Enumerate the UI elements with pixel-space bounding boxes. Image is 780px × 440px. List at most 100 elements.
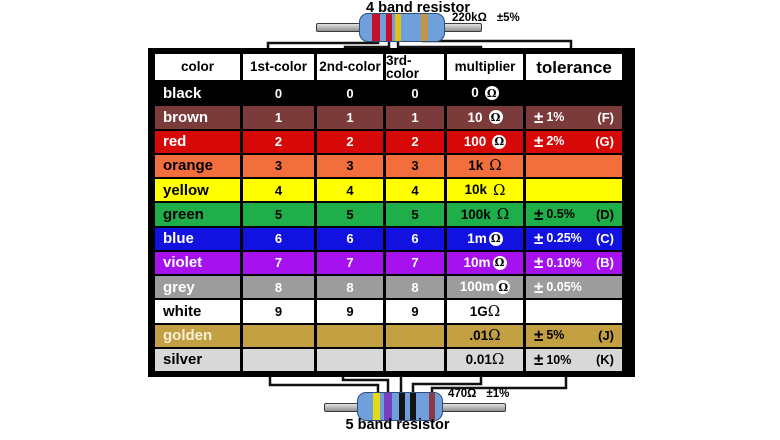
tolerance-letter-code: (G) <box>595 134 614 150</box>
digit-cell: 5 <box>317 203 383 226</box>
ohm-symbol: Ω <box>489 156 502 175</box>
header-multiplier: multiplier <box>447 54 523 80</box>
tolerance-letter-code: (J) <box>598 328 614 344</box>
multiplier-value: 100 <box>463 133 487 149</box>
tolerance-cell: ±5%(J) <box>526 324 622 347</box>
color-name-cell: grey <box>155 276 240 299</box>
tolerance-value: ±0.10% <box>534 253 582 273</box>
color-name-cell: orange <box>155 154 240 177</box>
tolerance-value: ±0.5% <box>534 204 575 224</box>
ohm-symbol: Ω <box>484 86 499 101</box>
four-band-resistor-title: 4 band resistor <box>366 0 470 16</box>
tolerance-cell <box>526 154 622 177</box>
ohm-symbol: Ω <box>496 280 511 295</box>
header-3rd-color: 3rd-color <box>386 54 444 80</box>
multiplier-value: 10m <box>463 255 491 271</box>
tolerance-value: ±2% <box>534 132 565 152</box>
multiplier-value: .01 <box>469 327 489 343</box>
violet-band <box>384 393 392 420</box>
color-name-cell: black <box>155 82 240 105</box>
digit-cell: 9 <box>317 300 383 323</box>
digit-cell: 6 <box>317 227 383 250</box>
yellow-band <box>395 14 401 41</box>
multiplier-value: 1k <box>468 158 484 174</box>
digit-cell: 2 <box>386 130 444 153</box>
digit-cell: 1 <box>386 106 444 129</box>
tolerance-cell <box>526 179 622 202</box>
multiplier-cell: 100k Ω <box>447 203 523 226</box>
digit-cell: 4 <box>317 179 383 202</box>
tolerance-cell: ±0.05% <box>526 276 622 299</box>
color-code-table: color 1st-color 2nd-color 3rd-color mult… <box>148 48 635 377</box>
color-name-cell: golden <box>155 324 240 347</box>
digit-cell <box>243 324 314 347</box>
gold-band <box>421 14 428 41</box>
digit-cell: 1 <box>317 106 383 129</box>
tolerance-value: ±0.05% <box>534 277 582 297</box>
black-band <box>410 393 416 420</box>
multiplier-value: 10k <box>464 182 488 198</box>
four-band-resistor <box>359 13 445 42</box>
tolerance-letter-code: (C) <box>595 231 614 247</box>
tolerance-cell: ±2% (G) <box>526 130 622 153</box>
digit-cell: 8 <box>386 276 444 299</box>
ohm-symbol: Ω <box>492 255 507 270</box>
five-band-resistor-value: 470Ω ±1% <box>448 388 509 400</box>
digit-cell: 9 <box>386 300 444 323</box>
resistance-value: 470Ω <box>448 388 477 400</box>
ohm-symbol: Ω <box>488 231 503 246</box>
yellow-band <box>373 393 380 420</box>
header-color: color <box>155 54 240 80</box>
multiplier-value: 1m <box>467 230 487 246</box>
multiplier-cell: 1k Ω <box>447 154 523 177</box>
digit-cell <box>386 324 444 347</box>
multiplier-value: 1G <box>469 303 488 319</box>
tolerance-letter-code: (D) <box>595 206 614 222</box>
multiplier-value: 0.01 <box>465 352 492 368</box>
digit-cell: 6 <box>386 227 444 250</box>
red-band <box>372 14 380 41</box>
color-name-cell: violet <box>155 251 240 274</box>
tolerance-cell: ±0.5% (D) <box>526 203 622 226</box>
digit-cell: 8 <box>317 276 383 299</box>
multiplier-value: 100k <box>460 206 491 222</box>
ohm-symbol: Ω <box>493 180 506 199</box>
tolerance-cell: ±0.25%(C) <box>526 227 622 250</box>
color-name-cell: red <box>155 130 240 153</box>
digit-cell: 4 <box>243 179 314 202</box>
tolerance-cell <box>526 82 622 105</box>
tolerance-value: ±1% <box>486 388 510 400</box>
digit-cell <box>317 348 383 371</box>
ohm-symbol: Ω <box>492 134 507 149</box>
tolerance-letter-code: (B) <box>595 255 614 271</box>
digit-cell: 3 <box>386 154 444 177</box>
tolerance-cell <box>526 300 622 323</box>
color-name-cell: green <box>155 203 240 226</box>
five-band-resistor-title: 5 band resistor <box>345 417 450 433</box>
digit-cell: 8 <box>243 276 314 299</box>
digit-cell: 3 <box>243 154 314 177</box>
multiplier-value: 100m <box>459 279 495 295</box>
multiplier-cell: 10k Ω <box>447 179 523 202</box>
digit-cell: 9 <box>243 300 314 323</box>
ohm-symbol: Ω <box>496 204 510 223</box>
digit-cell: 5 <box>243 203 314 226</box>
digit-cell: 7 <box>317 251 383 274</box>
header-1st-color: 1st-color <box>243 54 314 80</box>
header-2nd-color: 2nd-color <box>317 54 383 80</box>
digit-cell <box>386 348 444 371</box>
tolerance-letter-code: (F) <box>597 109 614 125</box>
digit-cell: 3 <box>317 154 383 177</box>
black-band <box>399 393 405 420</box>
digit-cell <box>317 324 383 347</box>
four-band-resistor-value: 220kΩ ±5% <box>452 12 520 24</box>
connector-line <box>268 372 380 396</box>
digit-cell: 0 <box>243 82 314 105</box>
multiplier-value: 0 <box>471 85 479 101</box>
